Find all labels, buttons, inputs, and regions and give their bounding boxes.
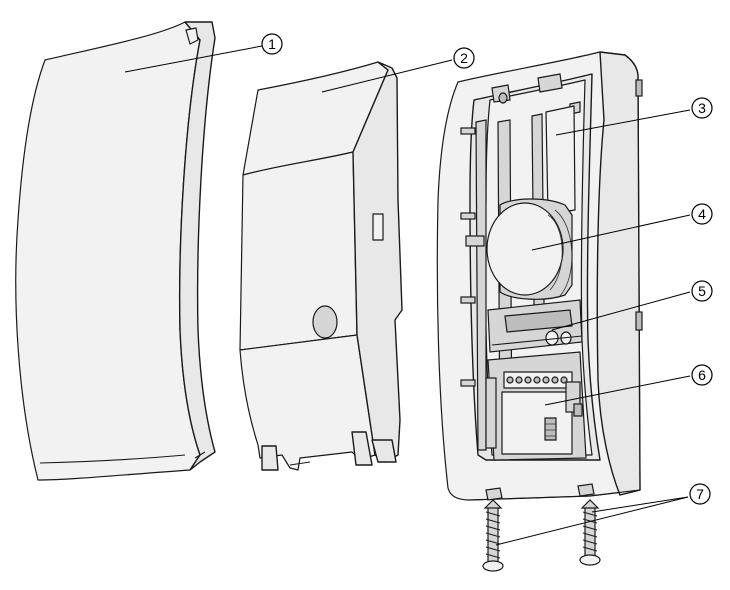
leader-7a	[495, 496, 689, 546]
terminal-module	[485, 351, 587, 461]
leader-7b	[591, 496, 689, 513]
terminal-screws	[506, 376, 568, 384]
front-cover	[15, 21, 216, 481]
callout-label-6: 6	[698, 367, 706, 383]
leader-4	[531, 214, 691, 251]
screw-left	[482, 499, 504, 572]
leader-1	[124, 45, 263, 73]
base-housing	[436, 51, 643, 501]
screw-right	[579, 499, 601, 566]
inner-cover	[239, 61, 403, 471]
callout-5: 5	[691, 280, 713, 302]
callout-label-7: 7	[696, 486, 704, 502]
leader-lines	[124, 45, 691, 546]
callout-7: 7	[689, 483, 711, 505]
callout-3: 3	[691, 97, 713, 119]
leader-6	[544, 375, 691, 406]
mounting-screws	[482, 499, 601, 572]
leader-5	[551, 291, 691, 331]
callout-label-1: 1	[268, 36, 276, 52]
callout-label-3: 3	[698, 100, 706, 116]
leader-3	[555, 109, 691, 136]
callout-1: 1	[261, 33, 283, 55]
wall-hooks	[460, 119, 487, 451]
connector-board	[487, 299, 583, 353]
callout-6: 6	[691, 364, 713, 386]
callout-4: 4	[691, 203, 713, 225]
callout-2: 2	[453, 47, 475, 69]
callout-label-5: 5	[698, 283, 706, 299]
leader-2	[321, 59, 453, 93]
callout-label-2: 2	[460, 50, 468, 66]
callout-label-4: 4	[698, 206, 706, 222]
